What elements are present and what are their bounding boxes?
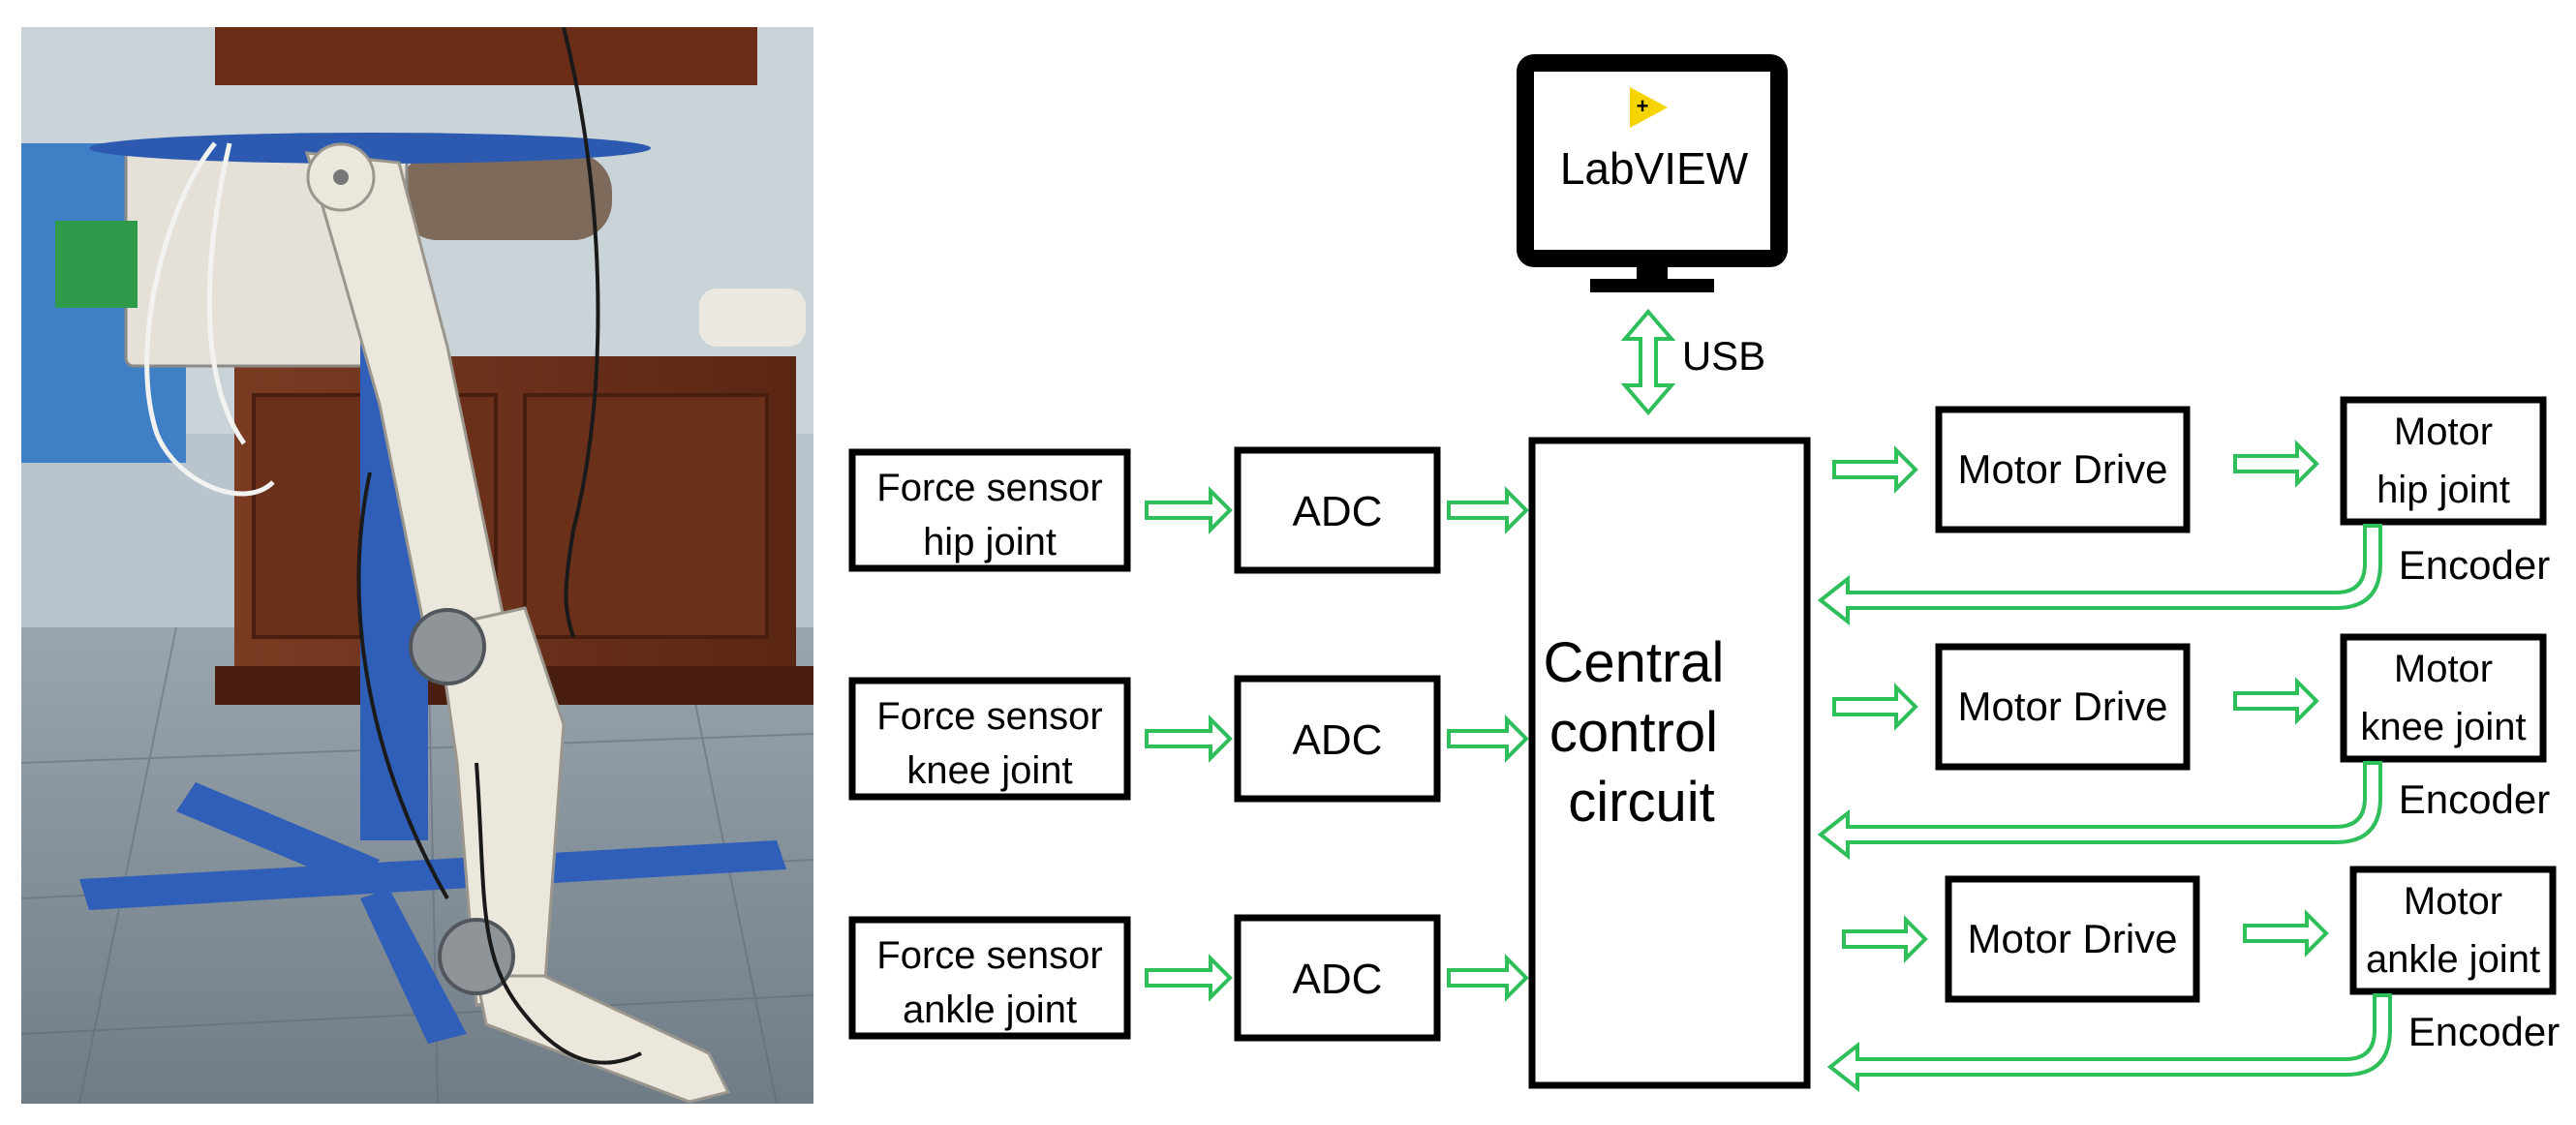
force-sensor-hip-label-line1: Force sensor (876, 467, 1102, 509)
motor-drive-ankle-box (1945, 875, 2200, 1003)
force-sensor-hip-label-line2: hip joint (923, 521, 1057, 563)
force-sensor-knee-label-line2: knee joint (906, 749, 1072, 792)
motor-ankle-box (2349, 866, 2557, 995)
encoder-ankle-label: Encoder (2408, 1009, 2560, 1054)
motor-ankle-label-line1: Motor (2404, 880, 2502, 923)
adc-to-central-arrow-ankle (1447, 954, 1529, 1002)
adc-knee-box (1234, 675, 1441, 803)
motor-hip-label-line2: hip joint (2377, 469, 2510, 511)
motor-drive-knee-label: Motor Drive (1957, 684, 2167, 729)
motor-hip-box (2340, 396, 2547, 526)
adc-ankle-box (1234, 914, 1441, 1042)
adc-ankle-label: ADC (1293, 956, 1383, 1003)
adc-to-central-arrow-knee (1447, 715, 1529, 763)
central-to-drive-arrow-hip (1832, 445, 1918, 494)
motor-drive-hip-box (1935, 406, 2191, 533)
exoskeleton-photo (21, 27, 813, 1104)
motor-ankle-label-line2: ankle joint (2366, 938, 2540, 981)
central-control-circuit-label: Central control circuit (1543, 631, 1739, 834)
central-control-circuit-box (1528, 437, 1811, 1089)
monitor-icon: + LabVIEW (1517, 54, 1788, 292)
adc-knee-label: ADC (1293, 716, 1383, 764)
motor-knee-label-line1: Motor (2394, 648, 2493, 690)
force-sensor-hip-box (848, 448, 1131, 572)
force-sensor-knee-label-line1: Force sensor (876, 695, 1102, 738)
svg-text:+: + (1637, 94, 1649, 118)
central-to-drive-arrow-ankle (1842, 915, 1928, 963)
motor-drive-hip-label: Motor Drive (1957, 446, 2167, 492)
encoder-feedback-arrow-knee (1817, 761, 2382, 861)
drive-to-motor-arrow-hip (2233, 440, 2319, 488)
force-sensor-ankle-box (848, 916, 1131, 1040)
force-sensor-ankle-label-line2: ankle joint (903, 988, 1077, 1031)
adc-hip-box (1234, 446, 1441, 574)
drive-to-motor-arrow-ankle (2243, 909, 2329, 958)
encoder-hip-label: Encoder (2399, 542, 2550, 588)
motor-drive-ankle-label: Motor Drive (1967, 916, 2177, 961)
motor-drive-knee-box (1935, 643, 2191, 771)
motor-knee-label-line2: knee joint (2360, 706, 2526, 748)
motor-knee-box (2340, 633, 2547, 763)
labview-logo-icon (1630, 87, 1668, 128)
adc-to-central-arrow-hip (1447, 486, 1529, 534)
sensor-to-adc-arrow-hip (1145, 486, 1233, 534)
encoder-feedback-arrow-hip (1817, 524, 2382, 626)
usb-label: USB (1682, 333, 1765, 379)
encoder-feedback-arrow-ankle (1826, 993, 2392, 1093)
adc-hip-label: ADC (1293, 488, 1383, 535)
central-to-drive-arrow-knee (1832, 683, 1918, 731)
sensor-to-adc-arrow-knee (1145, 715, 1233, 763)
sensor-to-adc-arrow-ankle (1145, 954, 1233, 1002)
motor-hip-label-line1: Motor (2394, 410, 2493, 453)
encoder-knee-label: Encoder (2399, 776, 2550, 822)
labview-logo-text: LabVIEW (1560, 143, 1749, 194)
usb-double-arrow (1620, 308, 1676, 416)
drive-to-motor-arrow-knee (2233, 677, 2319, 725)
force-sensor-ankle-label-line1: Force sensor (876, 934, 1102, 977)
force-sensor-knee-box (848, 677, 1131, 801)
